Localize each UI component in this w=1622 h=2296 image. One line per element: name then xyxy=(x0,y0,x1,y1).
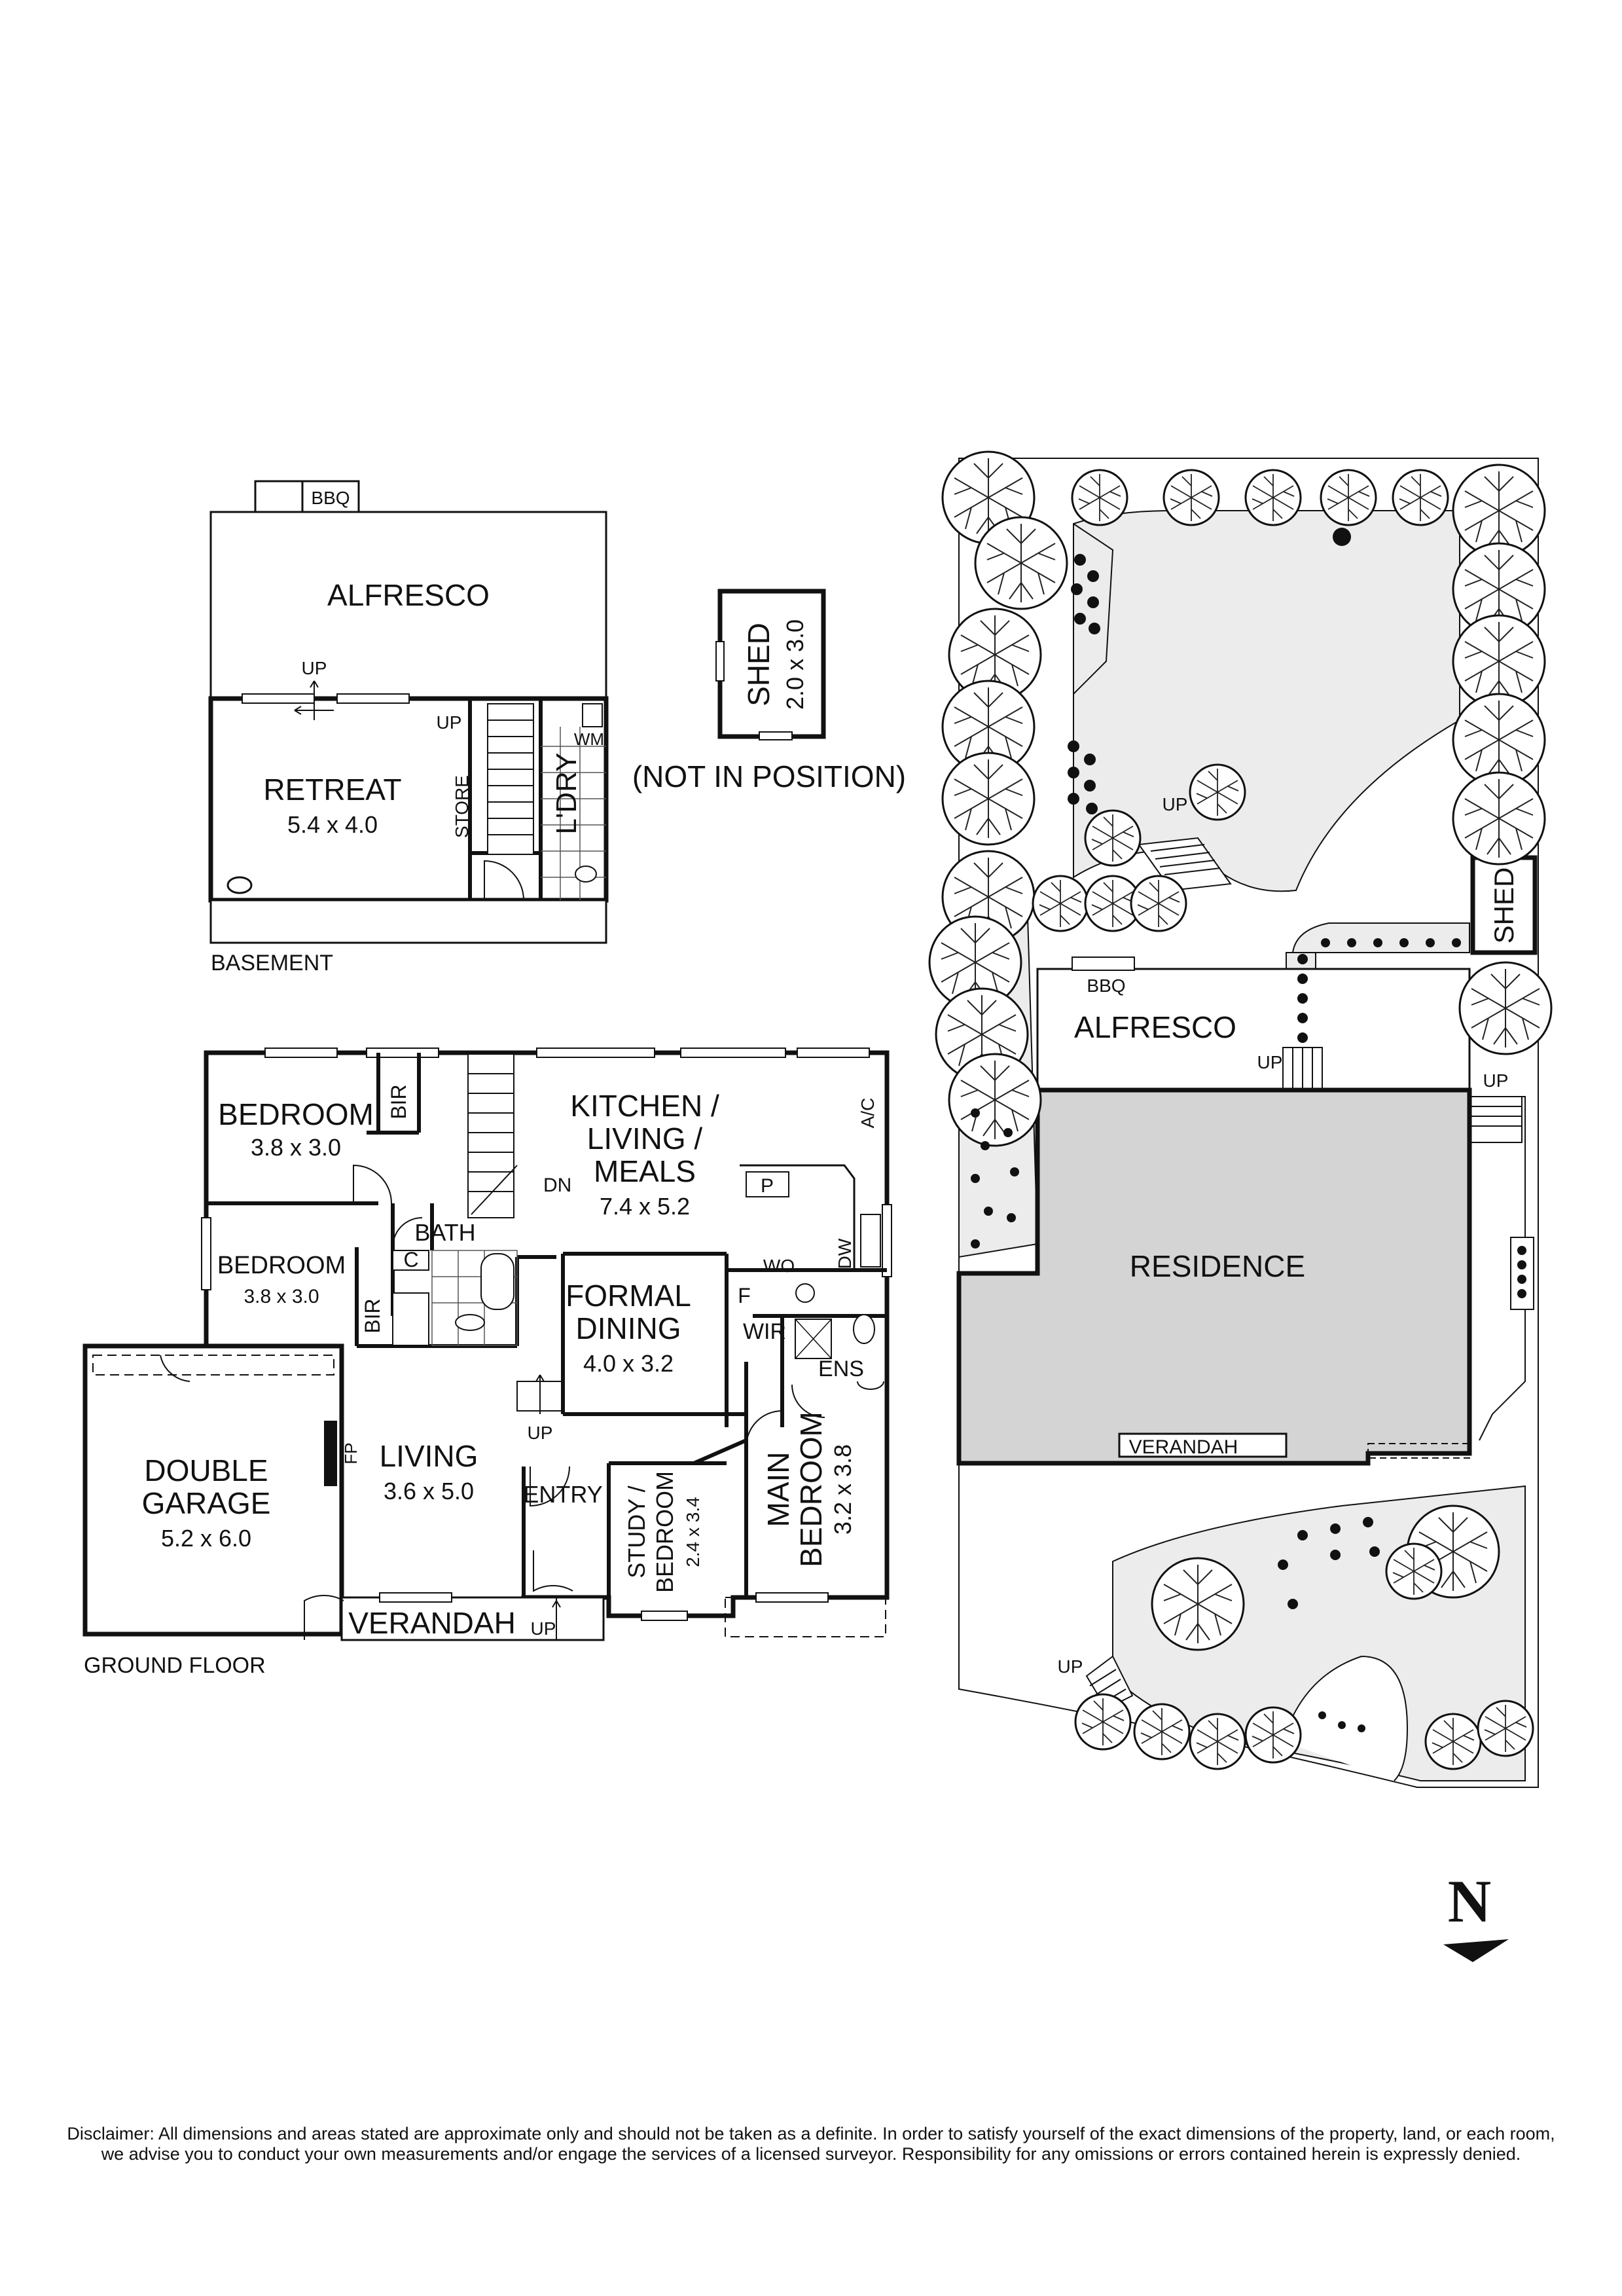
stair-down-label: DN xyxy=(543,1175,571,1196)
study-line1: STUDY / xyxy=(623,1485,650,1578)
wir-label: WIR xyxy=(743,1319,786,1344)
fridge-label: F xyxy=(738,1284,751,1307)
site-verandah-label: VERANDAH xyxy=(1129,1436,1238,1458)
kitchen-dims: 7.4 x 5.2 xyxy=(600,1193,690,1220)
residence-label: RESIDENCE xyxy=(1130,1249,1305,1283)
pantry-label: P xyxy=(761,1175,774,1197)
site-bbq-label: BBQ xyxy=(1087,975,1125,996)
study-dims: 2.4 x 3.4 xyxy=(683,1497,703,1567)
basement-up-outer: UP xyxy=(302,658,327,678)
garage-dims: 5.2 x 6.0 xyxy=(161,1525,251,1552)
verandah-up-label: UP xyxy=(531,1618,556,1639)
retreat-dims: 5.4 x 4.0 xyxy=(287,811,378,838)
ensuite-label: ENS xyxy=(818,1357,864,1381)
main-bedroom-line2: BEDROOM xyxy=(794,1412,828,1567)
study-line2: BEDROOM xyxy=(651,1471,678,1593)
kitchen-line1: KITCHEN / xyxy=(570,1089,719,1123)
dining-up-label: UP xyxy=(528,1423,553,1443)
store-label: STORE xyxy=(452,775,472,838)
ground-floor-label: GROUND FLOOR xyxy=(84,1653,266,1678)
main-bedroom-dims: 3.2 x 3.8 xyxy=(829,1444,856,1535)
laundry-label: L'DRY xyxy=(550,753,583,835)
site-shed-label: SHED xyxy=(1488,867,1519,944)
bath-label: BATH xyxy=(414,1219,475,1246)
entry-label: ENTRY xyxy=(523,1481,602,1508)
kitchen-line2: LIVING / xyxy=(587,1121,703,1156)
north-arrow-icon: N xyxy=(1443,1868,1509,1962)
formal-dining-line2: DINING xyxy=(576,1311,681,1345)
bedroom2-name: BEDROOM xyxy=(217,1252,346,1279)
shed-name: SHED xyxy=(742,623,776,706)
kitchen-line3: MEALS xyxy=(594,1154,696,1188)
wall-oven-label: WO xyxy=(763,1256,795,1276)
site-side-up-label: UP xyxy=(1483,1070,1509,1091)
ac-label: A/C xyxy=(857,1098,878,1129)
shed-plan: SHED 2.0 x 3.0 (NOT IN POSITION) xyxy=(632,589,906,793)
bedroom1-name: BEDROOM xyxy=(218,1097,374,1131)
living-name: LIVING xyxy=(380,1439,478,1473)
formal-dining-dims: 4.0 x 3.2 xyxy=(583,1350,674,1377)
living-dims: 3.6 x 5.0 xyxy=(384,1478,474,1504)
basement-up-stair: UP xyxy=(437,712,462,733)
cupboard-label: C xyxy=(403,1248,418,1271)
shed-dims: 2.0 x 3.0 xyxy=(782,619,808,710)
retreat-name: RETREAT xyxy=(263,773,401,807)
fireplace-label: FP xyxy=(341,1442,361,1464)
site-plan: UP SHED BBQ ALFRESCO UP UP RESIDENCE VER… xyxy=(928,450,1553,1788)
basement-plan: UP UP ALFRESCO BBQ RETREAT 5.4 x 4.0 STO… xyxy=(208,480,609,975)
basement-bbq-label: BBQ xyxy=(311,488,350,508)
shed-note: (NOT IN POSITION) xyxy=(632,759,906,793)
site-garden-up-label: UP xyxy=(1162,794,1188,814)
basement-alfresco-label: ALFRESCO xyxy=(327,578,490,612)
basement-floor-label: BASEMENT xyxy=(211,951,333,975)
ground-verandah-label: VERANDAH xyxy=(348,1606,516,1640)
main-bedroom-line1: MAIN xyxy=(761,1452,795,1527)
bedroom1-dims: 3.8 x 3.0 xyxy=(251,1134,341,1161)
disclaimer-text: Disclaimer: All dimensions and areas sta… xyxy=(67,2124,1555,2164)
wm-label: WM xyxy=(574,729,604,749)
site-front-up-label: UP xyxy=(1058,1656,1083,1677)
dishwasher-label: DW xyxy=(835,1238,855,1269)
bedroom2-dims: 3.8 x 3.0 xyxy=(243,1286,319,1307)
garage-line1: DOUBLE xyxy=(144,1453,268,1487)
formal-dining-line1: FORMAL xyxy=(566,1279,691,1313)
ground-floor-plan: BEDROOM 3.8 x 3.0 BIR BEDROOM 3.8 x 3.0 … xyxy=(82,1048,892,1678)
site-alfresco-up-label: UP xyxy=(1257,1052,1283,1072)
bir2-label: BIR xyxy=(361,1298,384,1333)
bir1-label: BIR xyxy=(387,1084,410,1119)
site-alfresco-label: ALFRESCO xyxy=(1074,1010,1236,1044)
north-label: N xyxy=(1448,1868,1491,1935)
garage-line2: GARAGE xyxy=(142,1486,271,1520)
